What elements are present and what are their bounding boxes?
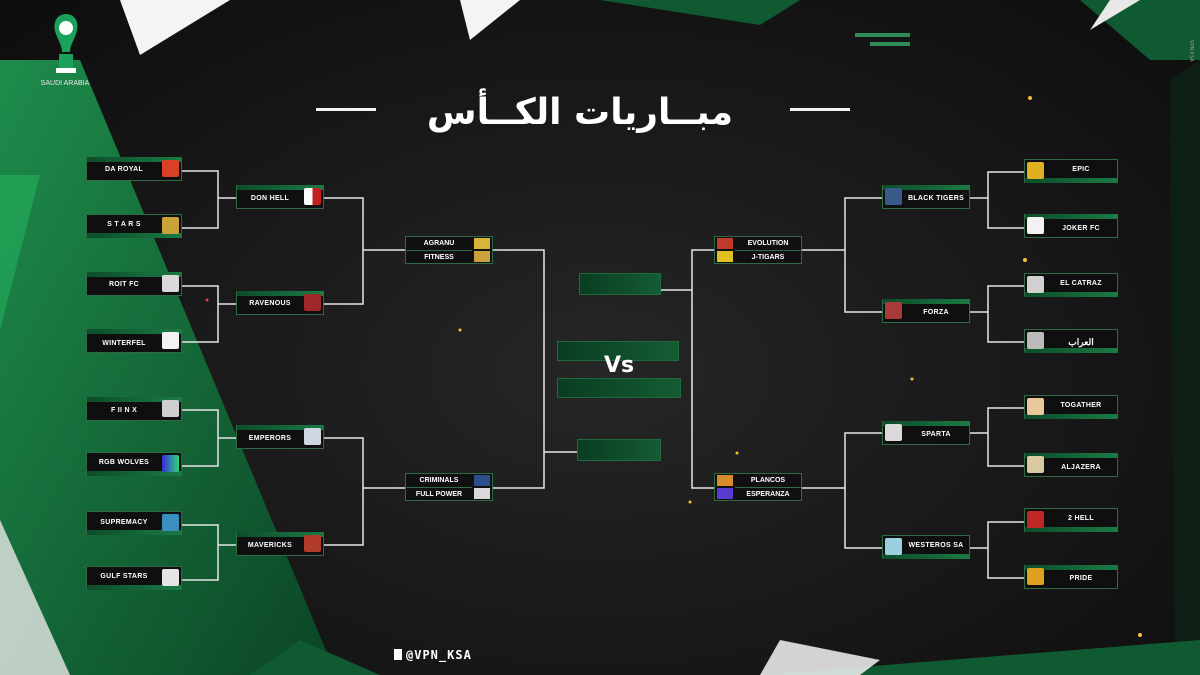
team-logo-icon xyxy=(304,428,321,445)
team-logo-icon xyxy=(304,188,321,205)
team-logo-icon xyxy=(1027,398,1044,415)
team-slot-forza: FORZA xyxy=(882,299,970,323)
match-pair-agranu-fitness: AGRANU FITNESS xyxy=(405,236,493,264)
center-slot-top xyxy=(579,273,661,295)
team-slot-ravenous: RAVENOUS xyxy=(236,291,324,315)
final-slot-lower xyxy=(557,378,681,398)
team-slot-togather: TOGATHER xyxy=(1024,395,1118,419)
handle-marker-icon xyxy=(394,649,402,660)
team-slot-supremacy: SUPREMACY xyxy=(86,511,182,535)
team-logo-icon xyxy=(1027,568,1044,585)
team-logo-icon xyxy=(474,251,490,262)
team-logo-icon xyxy=(717,488,733,499)
team-logo-icon xyxy=(304,535,321,552)
team-logo-icon xyxy=(162,160,179,177)
team-logo-icon xyxy=(162,332,179,349)
team-slot-joker-fc: JOKER FC xyxy=(1024,214,1118,238)
team-slot-alarrab: العراب xyxy=(1024,329,1118,353)
team-logo-icon xyxy=(717,238,733,249)
team-logo-icon xyxy=(162,217,179,234)
team-slot-roit-fc: ROIT FC xyxy=(86,272,182,296)
team-slot-gulf-stars: GULF STARS xyxy=(86,566,182,590)
team-slot-epic: EPIC xyxy=(1024,159,1118,183)
team-slot-2-hell: 2 HELL xyxy=(1024,508,1118,532)
team-logo-icon xyxy=(162,275,179,292)
team-logo-icon xyxy=(162,455,179,472)
team-logo-icon xyxy=(474,475,490,486)
team-slot-el-catraz: EL CATRAZ xyxy=(1024,273,1118,297)
match-pair-plancos-esperanza: PLANCOS ESPERANZA xyxy=(714,473,802,501)
team-slot-stars: S T A R S xyxy=(86,214,182,238)
team-slot-emperors: EMPERORS xyxy=(236,425,324,449)
team-slot-rgb-wolves: RGB WOLVES xyxy=(86,452,182,476)
team-logo-icon xyxy=(474,488,490,499)
team-logo-icon xyxy=(304,294,321,311)
team-logo-icon xyxy=(717,475,733,486)
team-slot-fiinx: F II N X xyxy=(86,397,182,421)
team-logo-icon xyxy=(1027,332,1044,349)
team-logo-icon xyxy=(885,424,902,441)
logo-caption: SAUDI ARABIA xyxy=(40,80,90,87)
match-pair-criminals-full-power: CRIMINALS FULL POWER xyxy=(405,473,493,501)
team-logo-icon xyxy=(717,251,733,262)
match-pair-evolution-j-tigars: EVOLUTION J-TIGARS xyxy=(714,236,802,264)
team-logo-icon xyxy=(885,538,902,555)
team-logo-icon xyxy=(885,188,902,205)
team-logo-icon xyxy=(474,238,490,249)
title-right-line xyxy=(790,108,850,111)
page-title: مبــاريات الكــأس xyxy=(426,92,734,133)
team-slot-da-royal: DA ROYAL xyxy=(86,157,182,181)
vs-label: Vs xyxy=(604,353,635,378)
team-logo-icon xyxy=(1027,456,1044,473)
final-slot-upper xyxy=(557,341,679,361)
team-slot-winterfel: WINTERFEL xyxy=(86,329,182,353)
team-slot-pride: PRIDE xyxy=(1024,565,1118,589)
team-logo-icon xyxy=(1027,276,1044,293)
team-logo-icon xyxy=(1027,162,1044,179)
team-logo-icon xyxy=(162,400,179,417)
social-handle: @VPN_KSA xyxy=(394,648,472,662)
title-left-line xyxy=(316,108,376,111)
team-slot-aljazera: ALJAZERA xyxy=(1024,453,1118,477)
trophy-logo-icon xyxy=(54,14,78,73)
team-logo-icon xyxy=(885,302,902,319)
team-slot-sparta: SPARTA xyxy=(882,421,970,445)
center-slot-bottom xyxy=(577,439,661,461)
team-slot-westeros-sa: WESTEROS SA xyxy=(882,535,970,559)
team-slot-mavericks: MAVERICKS xyxy=(236,532,324,556)
team-slot-black-tigers: BLACK TIGERS xyxy=(882,185,970,209)
team-logo-icon xyxy=(1027,511,1044,528)
team-logo-icon xyxy=(1027,217,1044,234)
team-logo-icon xyxy=(162,514,179,531)
side-watermark-text: VPN KSA xyxy=(1188,40,1194,62)
team-slot-don-hell: DON HELL xyxy=(236,185,324,209)
team-logo-icon xyxy=(162,569,179,586)
